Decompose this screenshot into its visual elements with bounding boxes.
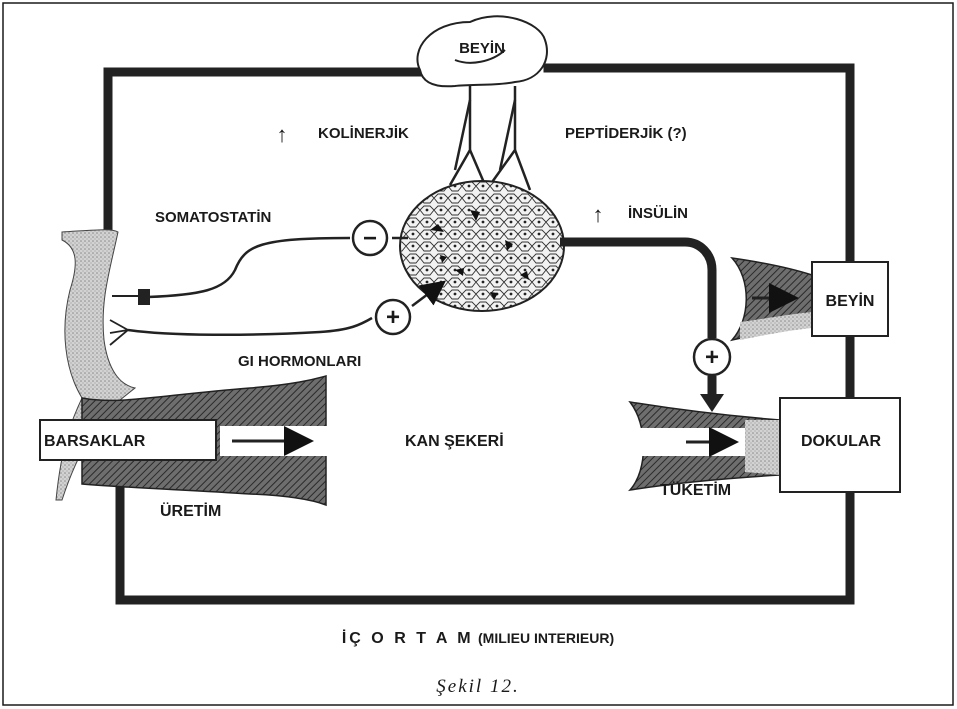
milieu-title: İÇ O R T A M (MILIEU INTERIEUR): [342, 629, 614, 647]
production-label: ÜRETİM: [160, 501, 221, 520]
figure-caption: Şekil 12.: [436, 676, 519, 697]
consumption-label: TÜKETİM: [660, 480, 731, 499]
somatostatin-source: [138, 289, 150, 305]
gi-hormone-pathway: [128, 318, 372, 335]
brain-top: BEYİN: [417, 16, 547, 86]
gi-hormone-fan: [110, 320, 128, 345]
gi-hormones-label: GI HORMONLARI: [238, 353, 361, 370]
somatostatin-label: SOMATOSTATİN: [155, 209, 271, 226]
brain-right-label: BEYİN: [826, 292, 875, 310]
milieu-title-sub: (MILIEU INTERIEUR): [478, 630, 614, 646]
stimulate-gi-sign-text: +: [386, 304, 400, 331]
inhibit-sign-text: −: [363, 225, 377, 252]
somatostatin-pathway: [148, 238, 350, 297]
peptidergic-label: PEPTİDERJİK (?): [565, 125, 687, 142]
islet-cluster: [400, 181, 564, 311]
milieu-title-main: İÇ O R T A M: [342, 629, 474, 647]
insulin-pathway: [560, 242, 712, 338]
tissues-label: DOKULAR: [801, 433, 881, 450]
stimulate-insulin-sign-text: +: [705, 344, 719, 371]
insulin-label: İNSÜLİN: [628, 205, 688, 222]
intestine-label: BARSAKLAR: [44, 433, 146, 450]
brain-top-label: BEYİN: [459, 40, 505, 57]
insulin-arrow: ↑: [593, 202, 604, 227]
cholinergic-arrow: ↑: [277, 122, 288, 147]
cholinergic-label: KOLİNERJİK: [318, 125, 409, 142]
nerve-fibers: [450, 86, 530, 190]
blood-sugar-label: KAN ŞEKERİ: [405, 432, 504, 450]
